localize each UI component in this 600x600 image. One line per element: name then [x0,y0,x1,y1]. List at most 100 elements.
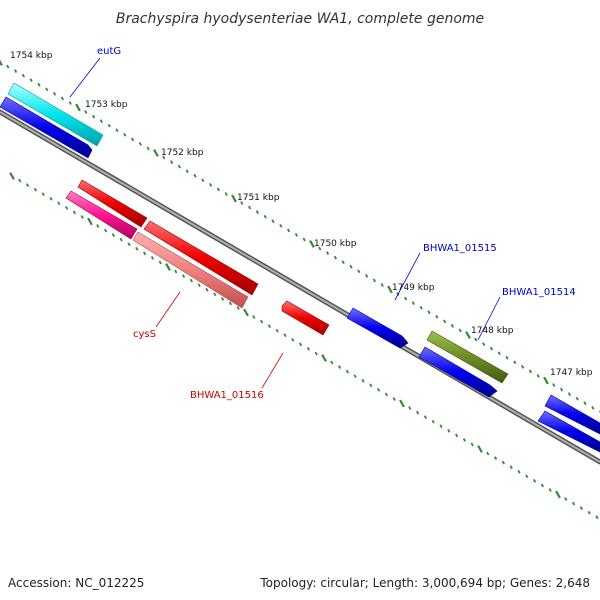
inner-minor-tick [150,256,154,260]
feature-eutG[interactable] [0,96,93,159]
inner-minor-tick [260,319,264,324]
inner-minor-tick [111,233,115,238]
inner-minor-tick [517,469,521,474]
inner-minor-tick [275,328,279,333]
feature-cysS[interactable] [132,231,249,309]
inner-minor-tick [455,433,459,438]
inner-minor-tick [587,510,591,515]
inner-minor-tick [205,287,209,292]
feature-cyan[interactable] [7,82,104,147]
feature-BHWA1_01514[interactable] [418,346,498,398]
leader-eutG [69,57,101,98]
feature-red-2[interactable] [143,220,259,296]
label-BHWA1_01514[interactable]: BHWA1_01514 [502,287,576,298]
outer-minor-tick [216,187,220,192]
outer-minor-tick [29,78,33,83]
inner-major-tick [321,354,327,362]
inner-minor-tick [572,501,576,506]
outer-minor-tick [583,401,587,406]
inner-minor-tick [509,465,513,470]
inner-major-tick [9,172,15,180]
ruler-label-1748: 1748 kbp [471,326,514,336]
leader-BHWA1_01514 [477,296,501,341]
feature-BHWA1_01515[interactable] [346,307,409,349]
outer-minor-tick [349,264,353,269]
inner-minor-tick [197,283,201,288]
outer-minor-tick [45,87,49,92]
ruler-inner-ticks [9,172,599,520]
outer-minor-tick [14,69,18,73]
inner-minor-tick [57,201,61,206]
outer-minor-tick [404,296,408,301]
outer-minor-tick [240,201,244,205]
inner-minor-tick [338,365,342,369]
inner-minor-tick [119,237,123,242]
label-BHWA1_01515[interactable]: BHWA1_01515 [423,243,497,254]
outer-minor-tick [380,283,384,287]
inner-major-tick [555,490,561,499]
outer-major-tick [543,376,549,385]
feature-blue-edge-2[interactable] [537,410,600,453]
outer-major-tick [0,59,3,66]
inner-minor-tick [104,228,108,233]
outer-minor-tick [521,364,525,369]
genome-backbone [0,109,600,465]
ruler-label-1750: 1750 kbp [314,239,357,249]
outer-minor-tick [177,164,181,169]
inner-minor-tick [252,315,256,319]
outer-minor-tick [497,351,501,356]
label-eutG[interactable]: eutG [97,46,121,57]
feature-olive[interactable] [426,330,509,384]
inner-minor-tick [213,292,217,297]
outer-minor-tick [443,319,447,324]
outer-minor-tick [419,305,423,310]
leader-cysS [155,291,181,328]
inner-minor-tick [423,415,427,420]
inner-major-tick [477,445,483,453]
inner-minor-tick [431,419,435,424]
outer-minor-tick [193,173,197,178]
inner-minor-tick [377,387,381,392]
inner-minor-tick [80,215,84,219]
outer-minor-tick [99,119,103,124]
outer-minor-tick [294,233,298,237]
outer-minor-tick [489,346,493,351]
inner-minor-tick [384,392,388,397]
inner-minor-tick [158,260,162,265]
outer-minor-tick [591,405,595,410]
inner-minor-tick [127,242,131,247]
outer-minor-tick [536,374,540,378]
outer-minor-tick [450,324,454,328]
outer-minor-tick [528,369,532,374]
outer-minor-tick [170,160,174,164]
inner-minor-tick [540,483,544,488]
outer-minor-tick [209,182,213,187]
outer-minor-tick [279,223,283,228]
feature-pink[interactable] [65,190,138,240]
inner-minor-tick [392,397,396,401]
ruler-label-1753: 1753 kbp [85,100,128,110]
outer-minor-tick [474,337,478,342]
outer-minor-tick [255,210,259,215]
inner-minor-tick [345,369,349,374]
label-BHWA1_01516[interactable]: BHWA1_01516 [190,390,264,401]
inner-minor-tick [579,506,583,511]
feature-red-1[interactable] [77,179,148,228]
outer-minor-tick [115,128,119,133]
inner-minor-tick [236,306,240,310]
outer-minor-tick [333,255,337,260]
inner-minor-tick [143,251,147,256]
feature-blue-edge-1[interactable] [544,394,600,435]
inner-minor-tick [267,324,271,329]
outer-minor-tick [302,237,306,242]
inner-minor-tick [33,187,37,192]
inner-minor-tick [291,337,295,342]
inner-minor-tick [330,360,334,365]
outer-minor-tick [411,301,415,306]
feature-BHWA1_01516[interactable] [281,300,330,336]
features [0,82,600,453]
inner-minor-tick [299,342,303,347]
outer-minor-tick [185,169,189,174]
outer-minor-tick [224,192,228,196]
label-cysS[interactable]: cysS [133,329,156,340]
